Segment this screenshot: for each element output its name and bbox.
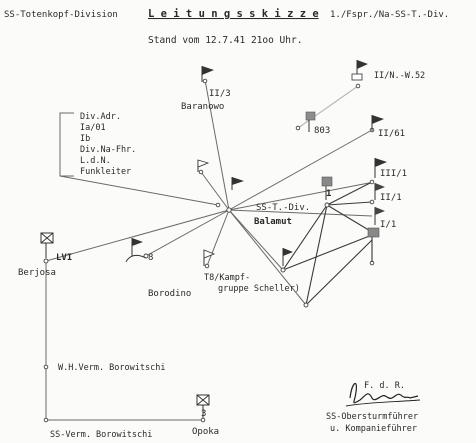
legend-item: Div.Adr. <box>80 112 121 122</box>
label-803: 803 <box>314 126 330 136</box>
label-kampf-1: T8/Kampf- <box>204 273 250 283</box>
flag-kampfgruppe-icon <box>203 249 216 266</box>
signature-role: u. Kompanieführer <box>330 424 417 434</box>
line-hub-8 <box>145 209 230 257</box>
division-header: SS-Totenkopf-Division <box>4 10 118 20</box>
flag-dot <box>198 169 204 175</box>
left-node-dot <box>280 267 286 273</box>
label-8: 8 <box>148 253 153 263</box>
node-1-dot <box>324 202 330 208</box>
flag-iii1-icon <box>374 158 387 178</box>
flag-hub-icon <box>197 159 210 172</box>
flag-node1-icon <box>321 176 333 200</box>
line-803-nw52 <box>297 85 359 129</box>
line-hub-ii3 <box>204 79 230 211</box>
label-i1: I/1 <box>380 220 396 230</box>
line-n1-ii1 <box>326 201 373 206</box>
flag-i1-lower-icon <box>367 227 380 262</box>
flag-8-icon <box>125 238 147 263</box>
iii1-dot <box>369 179 375 185</box>
ii3-dot <box>202 78 208 84</box>
legend-item: Ib <box>80 134 90 144</box>
line-hub-1 <box>228 209 284 271</box>
flag-ii61-icon <box>371 115 384 131</box>
hub-dot-2 <box>215 202 221 208</box>
line-hub-ii61 <box>228 129 373 211</box>
flag-nw52-icon <box>351 60 368 81</box>
label-ii-nw52: II/N.-W.52 <box>374 71 425 81</box>
legend-item: Ia/01 <box>80 123 106 133</box>
legend-item: Div.Na-Fhr. <box>80 145 136 155</box>
flag-lvi-icon <box>40 232 54 258</box>
label-iii1: III/1 <box>380 169 407 179</box>
label-kampf-2: gruppe Scheller) <box>218 284 300 294</box>
line-hub-lvi <box>45 209 230 262</box>
legend-item: L.d.N. <box>80 156 111 166</box>
label-berjosa: Berjosa <box>18 268 56 278</box>
flag-ii1-icon <box>374 183 385 200</box>
line-hub-i1 <box>228 209 373 217</box>
flag-803-icon <box>305 111 316 132</box>
label-balamut: Balamut <box>254 217 292 227</box>
n803-dot <box>295 125 301 131</box>
berjosa-dot <box>43 258 49 264</box>
legend-item: Funkleiter <box>80 167 131 177</box>
label-ii3: II/3 <box>209 89 231 99</box>
line-hub-kampfgruppe <box>206 209 230 267</box>
label-baranowo: Baranowo <box>181 102 224 112</box>
kampfgruppe-dot <box>204 263 210 269</box>
flag-left-node-icon <box>282 248 293 266</box>
sketch-title: L e i t u n g s s k i z z e <box>148 8 319 20</box>
status-date: Stand vom 12.7.41 21oo Uhr. <box>148 35 302 46</box>
signature-rank: SS-Obersturmführer <box>326 412 418 422</box>
flag-i1-icon <box>374 207 385 225</box>
hub-dot <box>226 207 232 213</box>
line-left-right <box>282 234 373 271</box>
line-hub-flag <box>200 171 230 211</box>
line-hub-iii1 <box>228 181 375 211</box>
label-verm-2: SS-Verm. Borowitschi <box>50 430 152 440</box>
ii1-dot <box>369 199 375 205</box>
line-hub-kampf2 <box>228 209 307 306</box>
label-ii1: II/1 <box>380 193 402 203</box>
unit-header: 1./Fspr./Na-SS-T.-Div. <box>330 10 449 20</box>
verm2-dot <box>43 417 49 423</box>
fdr-text: F. d. R. <box>364 381 405 391</box>
flag-div-icon <box>231 177 244 190</box>
flag-opoka-icon <box>196 394 210 418</box>
handwritten-signature <box>345 382 421 407</box>
line-n1-down <box>305 204 328 306</box>
label-borodino: Borodino <box>148 289 191 299</box>
label-verm-1: W.H.Verm. Borowitschi <box>58 363 165 373</box>
legend-bracket <box>59 112 74 177</box>
flag-ii3-icon <box>201 66 214 82</box>
line-legend-hub <box>59 175 219 206</box>
verm1-dot <box>43 364 49 370</box>
label-opoka: Opoka <box>192 427 219 437</box>
line-n1-i1 <box>326 204 373 233</box>
nw52-dot <box>355 83 361 89</box>
line-kampf-i1 <box>305 239 373 306</box>
connection-lines <box>45 79 375 421</box>
label-1: 1 <box>326 189 331 199</box>
label-3: 3 <box>201 409 206 419</box>
label-ii61: II/61 <box>378 129 405 139</box>
line-n1-iii1 <box>326 181 373 206</box>
legend-list: Div.Adr. Ia/01 Ib Div.Na-Fhr. L.d.N. Fun… <box>80 112 136 177</box>
label-lvi: LVI <box>56 253 72 263</box>
opoka-dot <box>200 417 206 423</box>
line-n1-left <box>282 204 328 271</box>
label-division: SS-T.-Div. <box>256 203 310 213</box>
kampf-node-dot <box>303 302 309 308</box>
